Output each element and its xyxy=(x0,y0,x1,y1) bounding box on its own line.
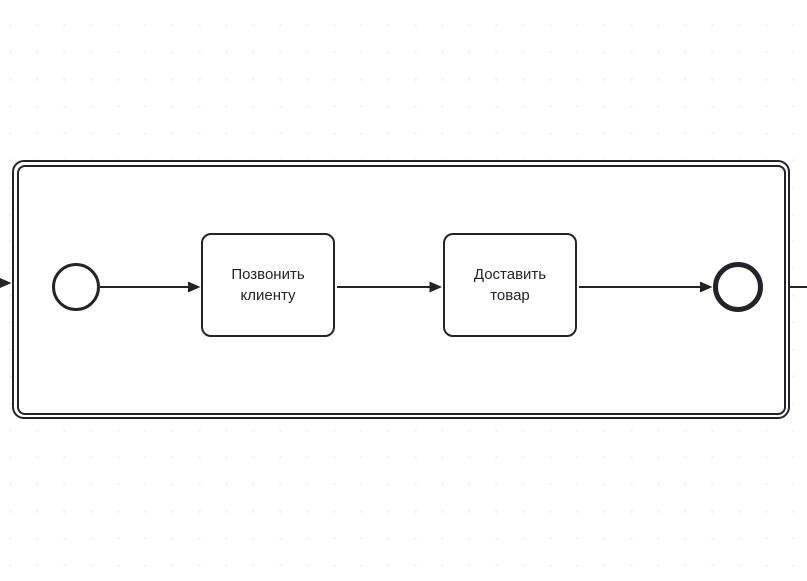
task-label: Доставить товар xyxy=(473,266,547,304)
flow-incoming-arrow[interactable] xyxy=(0,277,12,289)
subprocess-inner-border xyxy=(16,164,786,415)
task-call-client[interactable]: Позвонить клиенту xyxy=(201,233,335,337)
task-label: Позвонить клиенту xyxy=(231,266,305,304)
start-event[interactable] xyxy=(52,263,100,311)
task-deliver-goods[interactable]: Доставить товар xyxy=(443,233,577,337)
end-event[interactable] xyxy=(713,262,763,312)
subprocess-container[interactable] xyxy=(12,160,790,419)
